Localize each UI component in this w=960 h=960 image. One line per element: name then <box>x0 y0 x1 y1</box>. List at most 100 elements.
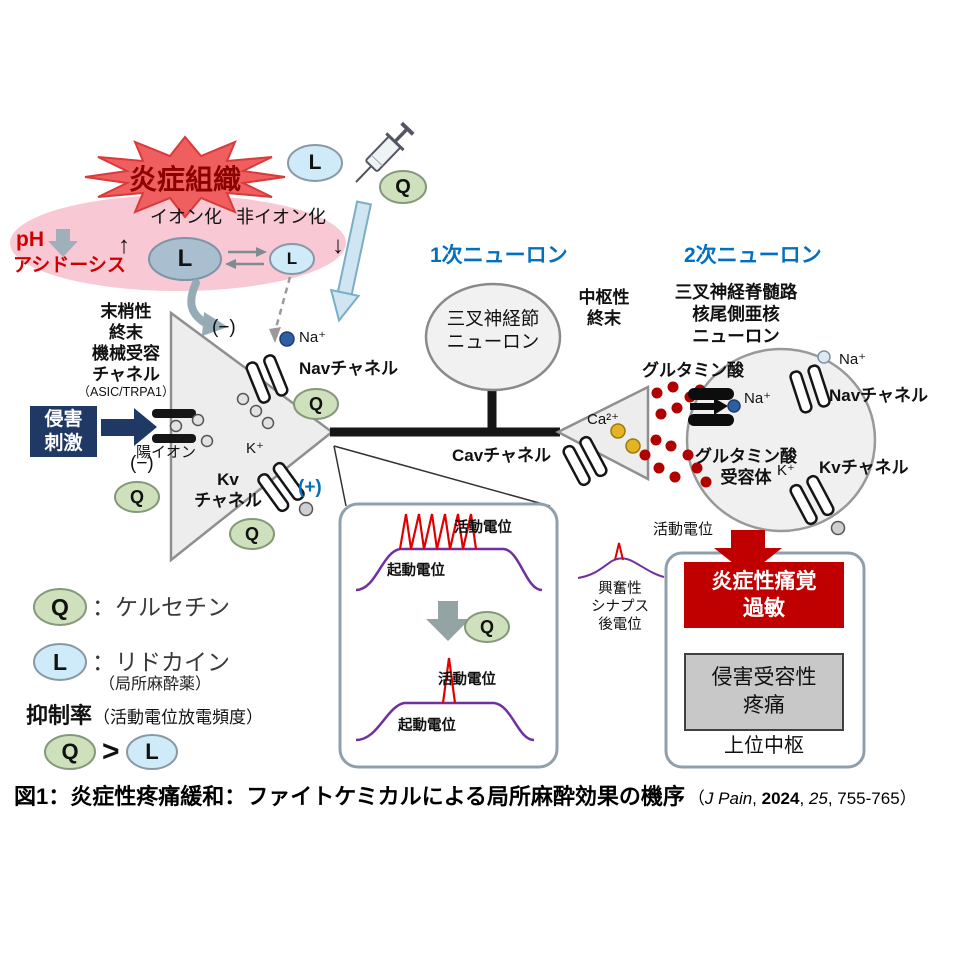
nonionized-lidocaine-label: L <box>286 249 298 268</box>
potassium-ion-right <box>830 520 846 536</box>
mechanoreceptor-label: 機械受容 チャネル <box>92 344 160 385</box>
trigeminal-ganglion-body <box>424 282 562 392</box>
concentration-down-arrow: ↓ <box>332 232 344 259</box>
calcium-ions <box>610 423 641 454</box>
sodium-label-left: Na⁺ <box>299 329 327 346</box>
caption-journal: J Pain <box>704 789 753 808</box>
nociceptive-pain-box: 侵害受容性 疼痛 <box>684 653 844 731</box>
caption-pages: , 755-765） <box>827 789 917 808</box>
potassium-label-right: K⁺ <box>777 462 795 479</box>
secondary-neuron-title: 2次ニューロン <box>684 244 822 267</box>
nonionized-lidocaine-badge <box>269 243 315 275</box>
caption-volume: 25 <box>808 789 828 808</box>
kv-channel-label-left: Kv チャネル <box>194 470 262 511</box>
central-terminal-label: 中枢性 終末 <box>578 288 630 329</box>
caption-year: 2024 <box>761 789 800 808</box>
cav-channel-label: Cavチャネル <box>452 446 552 465</box>
cation-ions <box>169 413 214 448</box>
mechanoreceptor-sub-label: （ASIC/TRPA1） <box>77 385 175 399</box>
minus-sign-bottom: (−) <box>130 453 154 474</box>
sodium-label-receptor: Na⁺ <box>744 390 772 407</box>
quercetin-label-left: Q <box>129 486 144 507</box>
legend-lidocaine-sub: （局所麻酔薬） <box>99 676 212 693</box>
quercetin-label-top: Q <box>395 175 411 198</box>
intracellular-ions <box>236 392 275 430</box>
kv-channel-label-right: Kvチャネル <box>819 458 909 477</box>
inhibition-rate-sub-label: （活動電位放電頻度） <box>93 708 263 727</box>
quercetin-badge-kv <box>229 518 275 550</box>
inhibition-rate-label: 抑制率 <box>26 703 93 728</box>
nav-channel-label-left: Navチャネル <box>299 359 399 378</box>
cation-label: 陽イオン <box>136 444 197 461</box>
legend-lidocaine-label-2: L <box>145 739 159 764</box>
ph-down-arrow-icon <box>48 229 78 257</box>
ph-label: pH <box>16 228 44 251</box>
injection-arrow <box>329 200 373 323</box>
central-terminal-body <box>555 384 650 482</box>
mechanoreceptor-channel-icon <box>152 409 196 443</box>
inset-generator-potential-bottom: 起動電位 <box>398 718 456 734</box>
legend-quercetin-badge <box>33 588 87 626</box>
inset-action-potential-top: 活動電位 <box>454 520 512 536</box>
epsp-trace <box>577 542 665 579</box>
quercetin-label-nav: Q <box>308 393 323 414</box>
quercetin-badge-inset <box>464 611 510 643</box>
caption-sep1: , <box>752 789 762 808</box>
generator-potential-trace-bottom <box>355 657 535 742</box>
inflamed-tissue-label: 炎症組織 <box>128 164 241 195</box>
inset-pointer-line-left <box>333 445 347 507</box>
legend-lidocaine-badge-2 <box>126 734 178 770</box>
ionized-label: イオン化 <box>150 207 222 227</box>
generator-potential-trace-top <box>355 513 543 592</box>
noxious-stimulus-box: 侵害 刺激 <box>30 406 97 457</box>
legend-quercetin-label-2: Q <box>61 739 79 764</box>
quercetin-badge-nav <box>293 388 339 420</box>
inflamed-tissue-star <box>84 135 286 219</box>
acidosis-label: アシドーシス <box>13 255 126 276</box>
glutamate-receptor-label: グルタミン酸 受容体 <box>695 447 797 488</box>
legend-lidocaine-badge <box>33 643 87 681</box>
plus-sign: (+) <box>298 477 322 498</box>
caption-cite-open: （ <box>687 789 705 808</box>
lidocaine-dashed-arrow <box>269 276 292 343</box>
inset-generator-potential-top: 起動電位 <box>387 563 445 579</box>
inset-pointer-line-right <box>333 445 551 507</box>
quercetin-label-kv: Q <box>244 523 259 544</box>
caption-sep2: , <box>799 789 809 808</box>
glutamate-molecules <box>639 381 712 488</box>
potassium-ion-left <box>298 501 314 517</box>
caption-main: 図1：炎症性疼痛緩和：ファイトケミカルによる局所麻酔効果の機序 <box>14 784 685 809</box>
legend-quercetin-badge-2 <box>44 734 96 770</box>
primary-neuron-title: 1次ニューロン <box>430 244 568 267</box>
lidocaine-label-top: L <box>308 151 322 174</box>
trigeminal-ganglion-label: 三叉神経節 ニューロン <box>446 308 540 353</box>
minus-sign-top: (−) <box>212 317 236 338</box>
glutamate-label: グルタミン酸 <box>642 361 744 380</box>
syringe-icon <box>355 121 415 183</box>
sodium-ion-right <box>817 350 831 364</box>
legend-quercetin-label: Q <box>51 593 69 620</box>
quercetin-label-inset: Q <box>479 616 494 637</box>
equilibrium-arrows-icon <box>225 247 267 269</box>
inset-action-potential-bottom: 活動電位 <box>438 672 496 688</box>
spinal-nucleus-label: 三叉神経脊髄路 核尾側亜核 ニューロン <box>674 282 798 346</box>
peripheral-terminal-label: 末梢性 終末 <box>100 302 152 343</box>
calcium-label: Ca²⁺ <box>587 411 620 428</box>
action-potential-label-epsp: 活動電位 <box>653 521 714 538</box>
glutamate-receptor-icon <box>688 388 734 426</box>
ionized-lidocaine-badge <box>148 237 222 281</box>
legend-quercetin-name: ：ケルセチン <box>92 594 230 620</box>
sodium-ion-left <box>279 331 295 347</box>
hyperalgesia-arrow <box>714 530 782 575</box>
hyperalgesia-box: 炎症性痛覚 過敏 <box>684 562 844 628</box>
sodium-label-right: Na⁺ <box>839 351 867 368</box>
quercetin-badge-top <box>379 170 427 204</box>
greater-than-sign: > <box>102 735 120 768</box>
ionized-lidocaine-label: L <box>177 245 193 272</box>
lidocaine-entry-arrow <box>187 279 228 336</box>
inset-down-arrow <box>426 601 470 641</box>
lidocaine-badge-top <box>287 144 343 182</box>
nonionized-label: 非イオン化 <box>236 207 326 227</box>
potassium-label-left: K⁺ <box>246 440 264 457</box>
